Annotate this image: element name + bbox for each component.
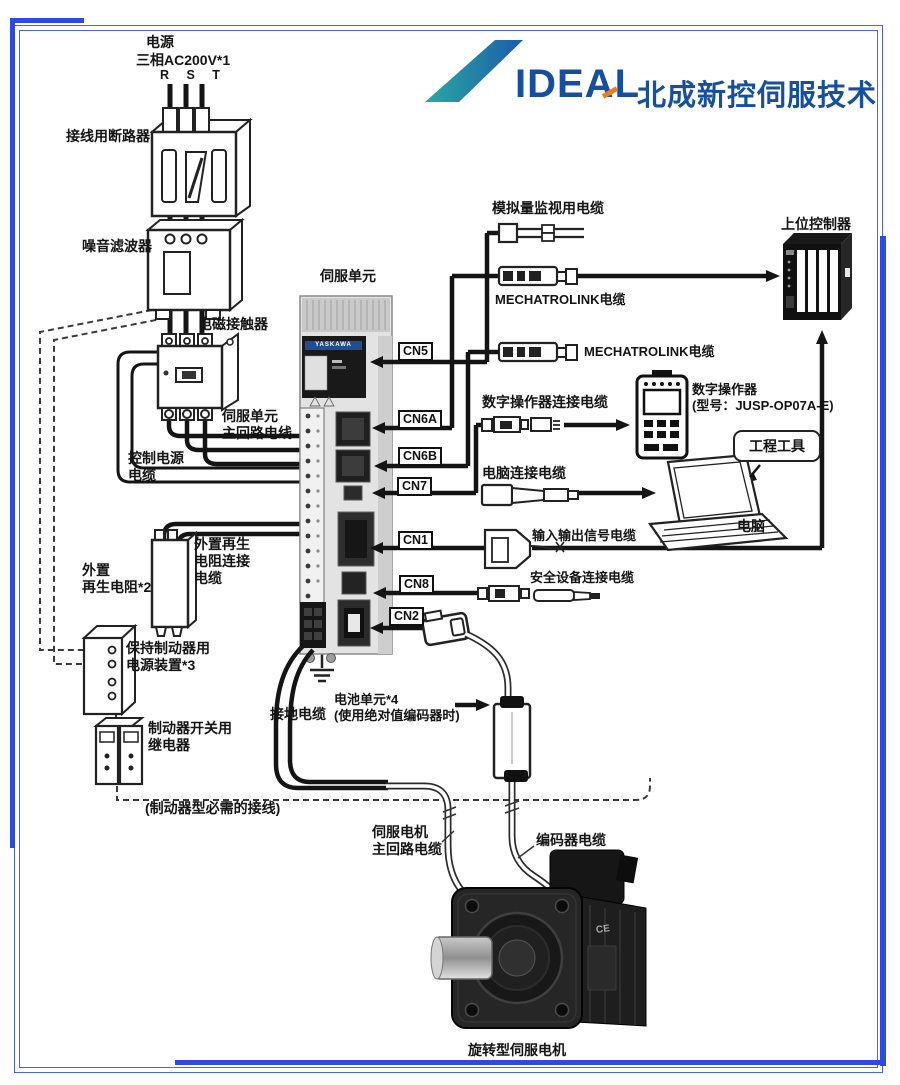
noise-filter-sketch [145, 217, 245, 320]
label-regen-resistor: 外置 再生电阻*2 [82, 562, 152, 596]
white-cables [386, 630, 569, 908]
connector-tag-cn6a: CN6A [398, 410, 443, 429]
laptop-sketch [648, 453, 789, 552]
frame-accent-top [10, 18, 84, 23]
circuit-breaker-sketch [149, 107, 253, 218]
connector-tag-cn8: CN8 [399, 575, 435, 594]
servo-unit-sketch [299, 295, 393, 663]
label-servo-unit: 伺服单元 [320, 268, 376, 284]
regen-resistor-sketch [150, 529, 197, 637]
label-circuit-breaker: 接线用断路器 [66, 128, 150, 144]
label-control-power-cable: 控制电源 电缆 [128, 450, 184, 484]
motor-ce-mark: CE [595, 923, 611, 936]
label-host-controller: 上位控制器 [781, 216, 851, 232]
brake-relay-sketch [93, 717, 145, 786]
connector-tag-cn7: CN7 [397, 477, 433, 496]
label-brake-power: 保持制动器用 电源装置*3 [126, 640, 210, 674]
brake-power-supply-sketch [81, 623, 138, 717]
contactor-sketch [156, 332, 239, 421]
frame-accent-right [880, 236, 886, 1066]
servo-brand-strip: YASKAWA [305, 341, 362, 350]
servo-motor-sketch [430, 849, 647, 1029]
connector-tag-cn6b: CN6B [398, 447, 443, 466]
logo-swoosh-icon [425, 40, 523, 102]
label-mechatrolink-cable-2: MECHATROLINK电缆 [584, 344, 715, 359]
label-safety-cable: 安全设备连接电缆 [530, 570, 635, 585]
label-io-cable: 输入输出信号电缆 [532, 528, 637, 543]
label-battery-unit: 电池单元*4 (使用绝对值编码器时) [334, 692, 460, 723]
label-digital-operator: 数字操作器 (型号：JUSP-OP07A-E) [692, 382, 834, 413]
label-regen-cable: 外置再生 电阻连接 电缆 [194, 536, 250, 587]
label-motor-main-cable: 伺服电机 主回路电缆 [372, 824, 442, 858]
engineering-tool-arrow [749, 464, 761, 478]
label-brake-note: (制动器型必需的接线) [145, 800, 281, 816]
logo-company-text: 北成新控伺服技术 [637, 80, 878, 112]
label-mechatrolink-cable-1: MECHATROLINK电缆 [495, 292, 626, 307]
company-logo: IDEAL 北成新控伺服技术 [415, 36, 880, 118]
label-brake-relay: 制动器开关用 继电器 [148, 720, 232, 754]
frame-thin-inner [19, 30, 878, 1068]
battery-unit-sketch [492, 696, 532, 782]
frame-accent-left [10, 18, 15, 848]
label-pc-cable: 电脑连接电缆 [482, 465, 566, 481]
motor-main-black-wires [273, 644, 388, 791]
label-operator-cable: 数字操作器连接电缆 [482, 394, 608, 410]
connector-tag-cn5: CN5 [398, 342, 434, 361]
arrowheads [370, 270, 828, 711]
label-encoder-cable: 编码器电缆 [536, 832, 606, 848]
label-pc: 电脑 [737, 518, 765, 534]
label-contactor: 电磁接触器 [198, 316, 268, 332]
host-controller-sketch [783, 233, 852, 320]
label-power-source: 电源 [146, 34, 174, 50]
connector-tag-cn2: CN2 [389, 607, 425, 626]
label-servo-main-wire: 伺服单元 主回路电线 [222, 408, 292, 442]
connector-tag-cn1: CN1 [398, 531, 434, 550]
frame-accent-bottom [175, 1060, 886, 1065]
logo-brand-text: IDEAL [515, 62, 640, 106]
label-analog-cable: 模拟量监视用电缆 [492, 200, 604, 216]
cable-connector-sketches [421, 222, 600, 647]
label-rotary-motor: 旋转型伺服电机 [468, 1042, 566, 1058]
digital-operator-sketch [635, 370, 689, 460]
label-power-spec: 三相AC200V*1 [136, 52, 231, 68]
label-leader-lines [441, 830, 535, 859]
engineering-tool-box: 工程工具 [733, 430, 821, 462]
label-phases-rst: R S T [160, 68, 227, 82]
label-noise-filter: 噪音滤波器 [82, 238, 152, 254]
label-ground-cable: 接地电缆 [270, 706, 326, 722]
